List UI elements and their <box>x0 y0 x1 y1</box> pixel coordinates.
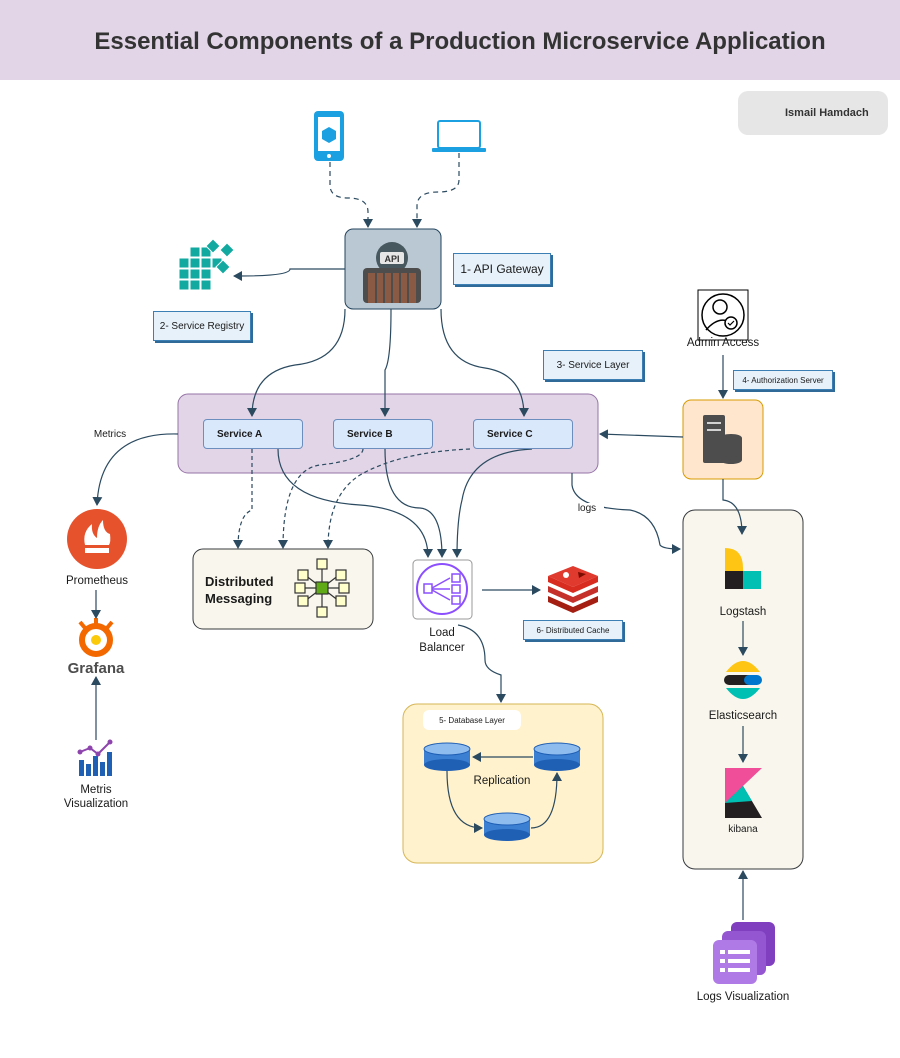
smartphone-icon <box>314 111 344 161</box>
kibana-icon <box>725 768 762 818</box>
kibana-label: kibana <box>728 824 758 835</box>
prometheus-label: Prometheus <box>65 575 128 587</box>
grafana-icon <box>78 618 114 657</box>
edge-lb-to-database <box>457 624 506 703</box>
replication-label: Replication <box>473 775 531 787</box>
svg-text:API: API <box>384 254 399 264</box>
service-c-box[interactable]: Service C <box>473 419 573 449</box>
service-b-box[interactable]: Service B <box>333 419 433 449</box>
logs-label: logs <box>570 503 604 514</box>
edge-db-replication-2 <box>446 770 483 833</box>
edge-service-c-to-messaging <box>323 448 471 549</box>
edge-service-b-to-lb <box>384 448 447 558</box>
grafana-label: Grafana <box>67 660 125 677</box>
database-node-icon <box>483 812 531 841</box>
redis-cache-icon <box>548 566 598 613</box>
api-gateway-icon: API <box>344 228 442 310</box>
distributed-messaging-label: Distributed Messaging <box>205 574 274 606</box>
edge-gateway-to-registry <box>233 268 345 281</box>
service-registry-icon <box>178 238 235 291</box>
edge-service-a-to-lb <box>277 448 433 558</box>
metris-visualization-label: Metris Visualization <box>63 784 129 810</box>
service-layer-tag: 3- Service Layer <box>543 350 643 380</box>
edge-db-replication-3 <box>530 772 562 829</box>
database-layer-tag: 5- Database Layer <box>423 710 521 730</box>
edge-gateway-to-service-c <box>440 308 529 417</box>
edge-laptop-to-gateway <box>412 153 460 228</box>
logs-visualization-label: Logs Visualization <box>696 991 790 1003</box>
server-database-icon <box>703 415 742 464</box>
header-band <box>0 0 900 80</box>
elasticsearch-icon <box>724 661 762 699</box>
edge-service-layer-to-logs <box>571 473 681 554</box>
page-title: Essential Components of a Production Mic… <box>94 28 826 55</box>
author-badge <box>738 91 888 135</box>
logstash-label: Logstash <box>719 606 767 618</box>
edge-service-layer-to-prometheus <box>92 433 179 506</box>
service-registry-tag: 2- Service Registry <box>153 311 251 341</box>
message-hub-icon <box>294 558 350 618</box>
database-node-icon <box>423 742 471 771</box>
edge-gateway-to-service-a <box>247 308 346 417</box>
edge-auth-to-logging <box>722 479 747 535</box>
service-c-label: Service C <box>487 428 533 440</box>
distributed-cache-tag: 6- Distributed Cache <box>523 620 623 640</box>
service-b-label: Service B <box>347 428 393 440</box>
admin-user-icon <box>697 289 749 341</box>
author-name: Ismail Hamdach <box>785 107 869 119</box>
edge-phone-to-gateway <box>329 162 373 228</box>
logs-list-icon <box>713 922 775 984</box>
edge-service-c-to-lb <box>452 448 533 558</box>
database-node-icon <box>533 742 581 771</box>
logstash-icon <box>725 548 761 589</box>
prometheus-icon <box>67 509 127 569</box>
chart-icon <box>77 739 113 776</box>
messaging-container <box>192 548 374 630</box>
authorization-server-tag: 4- Authorization Server <box>733 370 833 390</box>
edge-service-b-to-messaging <box>278 448 364 549</box>
admin-access-label: Admin Access <box>686 337 760 349</box>
edge-auth-to-service-c <box>599 429 684 440</box>
load-balancer-label: Load Balancer <box>419 627 465 654</box>
load-balancer-icon <box>412 559 473 620</box>
metrics-label: Metrics <box>93 429 127 440</box>
elasticsearch-label: Elasticsearch <box>708 710 778 722</box>
laptop-icon <box>432 120 486 152</box>
service-a-box[interactable]: Service A <box>203 419 303 449</box>
service-a-label: Service A <box>217 428 263 440</box>
edge-gateway-to-service-b <box>380 308 392 417</box>
api-gateway-tag: 1- API Gateway <box>453 253 551 285</box>
